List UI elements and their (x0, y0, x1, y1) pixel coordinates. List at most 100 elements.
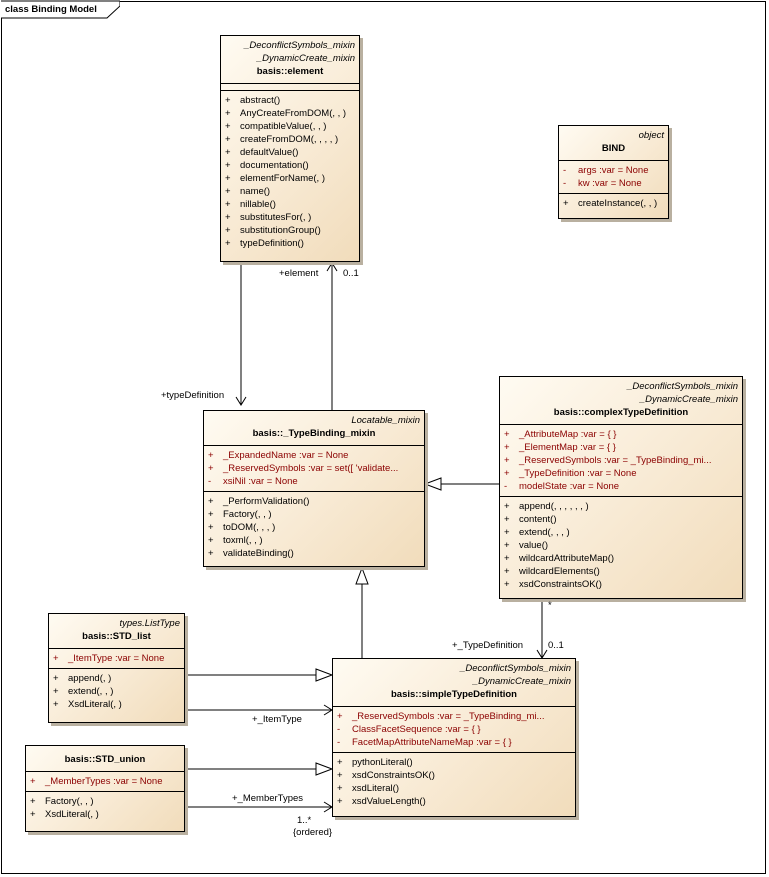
edge-label-typedef-source-multiplicity: * (548, 600, 552, 611)
attribute-row: -args :var = None (563, 165, 649, 176)
class-complex-operations: +append(, , , , , , ) +content() +extend… (500, 497, 742, 594)
attribute-row: -xsiNil :var = None (208, 476, 298, 487)
operation-row: +xsdConstraintsOK() (504, 579, 602, 590)
class-simple-name: basis::simpleTypeDefinition (391, 689, 517, 700)
attribute-row: +_ItemType :var = None (53, 653, 165, 664)
operation-row: +name() (225, 186, 271, 197)
operation-row: +createFromDOM(, , , , ) (225, 134, 339, 145)
class-typebinding-attributes: +_ExpandedName :var = None +_ReservedSym… (204, 446, 424, 492)
class-typebinding-operations: +_PerformValidation() +Factory(, , ) +to… (204, 492, 424, 563)
class-simple-stereotype-2: _DynamicCreate_mixin (472, 676, 571, 687)
operation-row: +wildcardElements() (504, 566, 600, 577)
diagram-title: class Binding Model (5, 4, 97, 15)
operation-row: +extend(, , , ) (504, 527, 570, 538)
class-stdlist-header: types.ListType basis::STD_list (49, 614, 184, 649)
operation-row: +abstract() (225, 95, 281, 106)
class-stdlist-operations: +append(, ) +extend(, , ) +XsdLiteral(, … (49, 669, 184, 714)
operation-row: +elementForName(, ) (225, 173, 325, 184)
class-bind-name: BIND (601, 143, 626, 154)
element-arrowhead (326, 262, 338, 272)
operation-row: +defaultValue() (225, 147, 299, 158)
class-complex-attributes: +_AttributeMap :var = { } +_ElementMap :… (500, 425, 742, 497)
edge-label-typedef-role: +_TypeDefinition (452, 640, 524, 651)
class-stdlist-name: basis::STD_list (82, 631, 151, 642)
class-simple-type-definition[interactable]: _DeconflictSymbols_mixin _DynamicCreate_… (332, 658, 576, 817)
class-stdunion-header: basis::STD_union (26, 746, 184, 772)
operation-row: +AnyCreateFromDOM(, , ) (225, 108, 347, 119)
operation-row: +xsdConstraintsOK() (337, 770, 435, 781)
operation-row: +XsdLiteral(, ) (53, 699, 122, 710)
simple-generalization-triangle (355, 566, 369, 585)
operation-row: +typeDefinition() (225, 238, 304, 249)
class-typebinding-name: basis::_TypeBinding_mixin (252, 428, 376, 439)
stdunion-generalization-triangle (315, 762, 334, 776)
class-std-union[interactable]: basis::STD_union +_MemberTypes :var = No… (25, 745, 185, 832)
class-bind-stereotype: object (638, 130, 664, 141)
attribute-row: +_ExpandedName :var = None (208, 450, 349, 461)
edge-label-element-role: +element (279, 268, 319, 279)
operation-row: +wildcardAttributeMap() (504, 553, 615, 564)
attribute-row: +_ReservedSymbols :var = _TypeBinding_mi… (504, 455, 712, 466)
operation-row: +substitutionGroup() (225, 225, 321, 236)
edge-label-element-multiplicity: 0..1 (343, 268, 359, 279)
class-element-stereotype-1: _DeconflictSymbols_mixin (244, 40, 355, 51)
frame-tab-outline (1, 0, 120, 19)
attribute-row: +_ReservedSymbols :var = _TypeBinding_mi… (337, 711, 545, 722)
attribute-row: -modelState :var = None (504, 481, 620, 492)
edge-label-itemtype-role: +_ItemType (252, 714, 302, 725)
class-simple-stereotype-1: _DeconflictSymbols_mixin (460, 663, 571, 674)
operation-row: +toDOM(, , , ) (208, 522, 276, 533)
operation-row: +Factory(, , ) (30, 796, 94, 807)
class-simple-header: _DeconflictSymbols_mixin _DynamicCreate_… (333, 659, 575, 707)
operation-row: +append(, ) (53, 673, 112, 684)
attribute-row: -FacetMapAttributeNameMap :var = { } (337, 737, 512, 748)
typedefinition-arrowhead (235, 396, 247, 406)
edge-label-membertypes-multiplicity: 1..* (297, 815, 312, 826)
class-bind-attributes: -args :var = None -kw :var = None (559, 161, 668, 194)
operation-row: +extend(, , ) (53, 686, 114, 697)
class-element-header: _DeconflictSymbols_mixin _DynamicCreate_… (221, 36, 359, 84)
class-complex-stereotype-1: _DeconflictSymbols_mixin (627, 381, 738, 392)
attribute-row: +_TypeDefinition :var = None (504, 468, 637, 479)
edge-label-membertypes-constraint: {ordered} (293, 827, 333, 838)
class-typebinding-mixin[interactable]: Locatable_mixin basis::_TypeBinding_mixi… (203, 410, 425, 567)
class-stdunion-operations: +Factory(, , ) +XsdLiteral(, ) (26, 792, 184, 824)
operation-row: +xsdLiteral() (337, 783, 399, 794)
class-bind[interactable]: object BIND -args :var = None -kw :var =… (558, 125, 669, 219)
class-stdunion-attributes: +_MemberTypes :var = None (26, 772, 184, 792)
class-simple-attributes: +_ReservedSymbols :var = _TypeBinding_mi… (333, 707, 575, 753)
class-simple-operations: +pythonLiteral() +xsdConstraintsOK() +xs… (333, 753, 575, 811)
class-stdunion-name: basis::STD_union (64, 754, 146, 765)
operation-row: +_PerformValidation() (208, 496, 310, 507)
operation-row: +nillable() (225, 199, 276, 210)
edge-label-typedef-multiplicity: 0..1 (548, 640, 564, 651)
class-element[interactable]: _DeconflictSymbols_mixin _DynamicCreate_… (220, 35, 360, 262)
attribute-row: -kw :var = None (563, 178, 642, 189)
attribute-row: +_ElementMap :var = { } (504, 442, 616, 453)
operation-row: +value() (504, 540, 549, 551)
class-std-list[interactable]: types.ListType basis::STD_list +_ItemTyp… (48, 613, 185, 723)
attribute-row: -ClassFacetSequence :var = { } (337, 724, 481, 735)
class-complex-header: _DeconflictSymbols_mixin _DynamicCreate_… (500, 377, 742, 425)
class-bind-operations: +createInstance(, , ) (559, 194, 668, 213)
class-stdlist-stereotype: types.ListType (119, 618, 180, 629)
operation-row: +content() (504, 514, 557, 525)
edge-label-membertypes-role: +_MemberTypes (232, 793, 304, 804)
operation-row: +compatibleValue(, , ) (225, 121, 327, 132)
class-complex-name: basis::complexTypeDefinition (553, 407, 689, 418)
class-element-attributes (221, 84, 359, 91)
stdlist-generalization-triangle (315, 668, 334, 682)
operation-row: +toxml(, , ) (208, 535, 263, 546)
operation-row: +createInstance(, , ) (563, 198, 658, 209)
class-element-operations: +abstract() +AnyCreateFromDOM(, , ) +com… (221, 91, 359, 253)
class-complex-type-definition[interactable]: _DeconflictSymbols_mixin _DynamicCreate_… (499, 376, 743, 599)
attribute-row: +_MemberTypes :var = None (30, 776, 163, 787)
attribute-row: +_ReservedSymbols :var = set([ 'validate… (208, 463, 399, 474)
class-complex-stereotype-2: _DynamicCreate_mixin (639, 394, 738, 405)
operation-row: +Factory(, , ) (208, 509, 272, 520)
operation-row: +xsdValueLength() (337, 796, 426, 807)
operation-row: +XsdLiteral(, ) (30, 809, 99, 820)
operation-row: +validateBinding() (208, 548, 294, 559)
